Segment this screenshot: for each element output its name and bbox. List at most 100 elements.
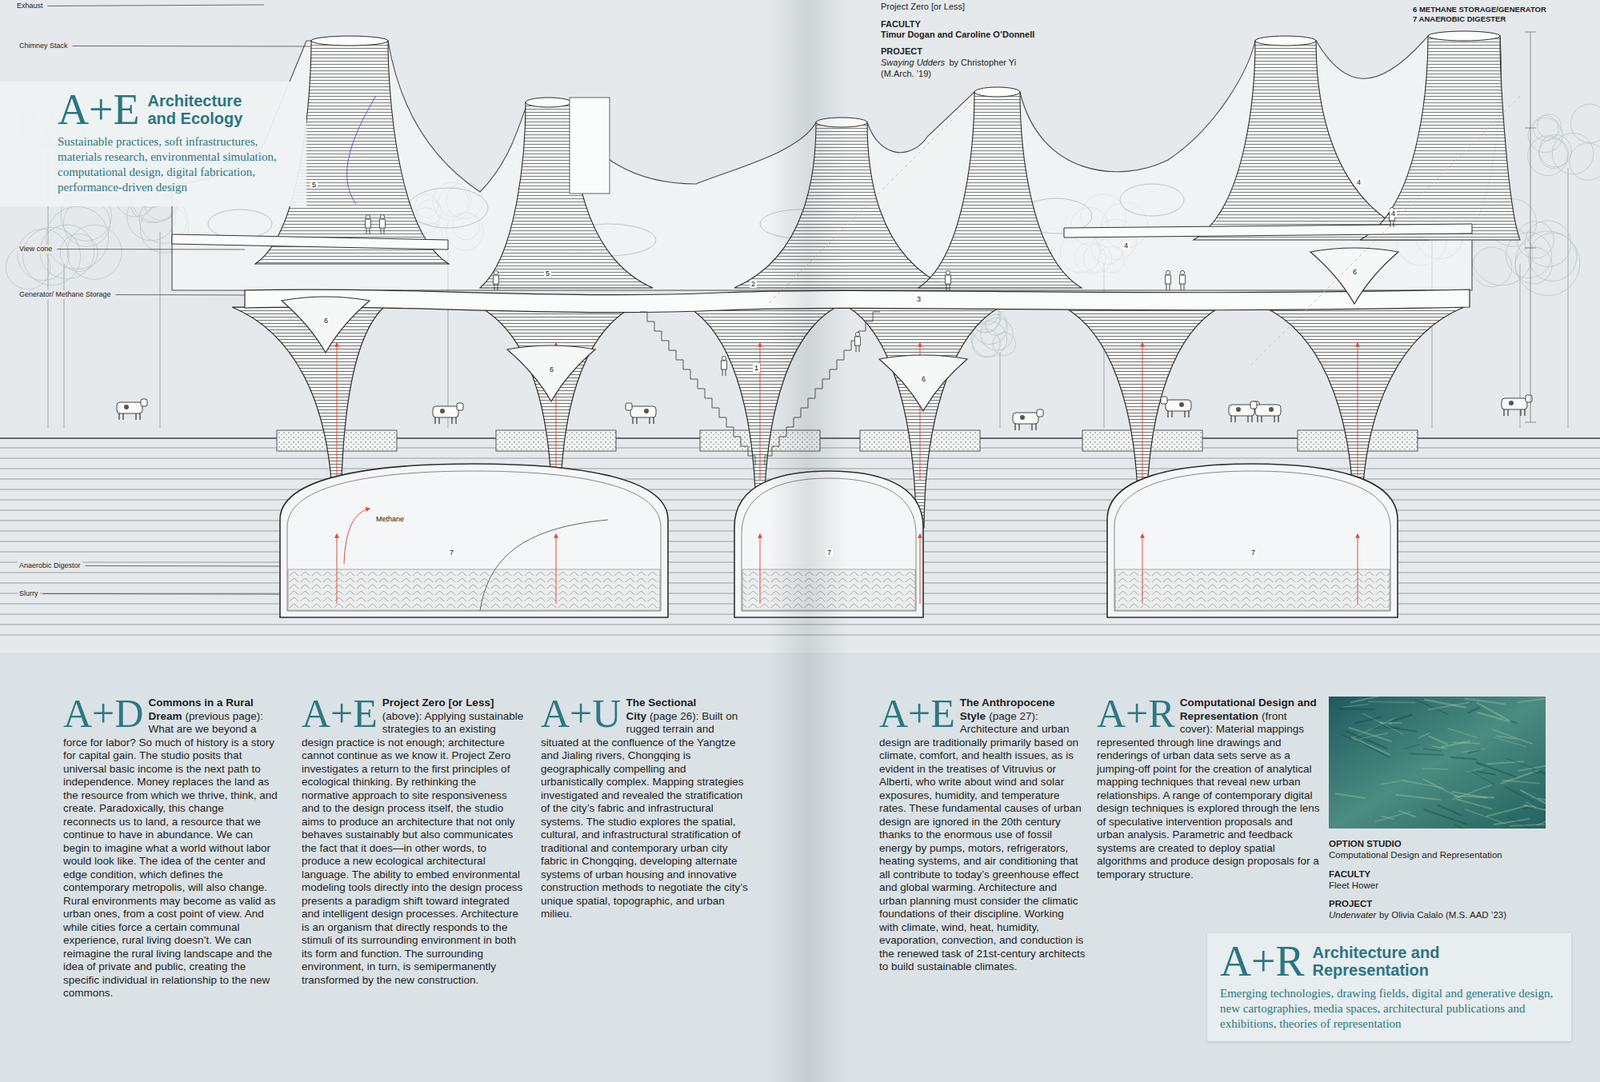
text-line: Swaying Uddersby Christopher Yi [879, 57, 1088, 68]
photo-streak [1476, 762, 1517, 778]
cow-figure [1250, 401, 1281, 423]
cow-head [1036, 409, 1044, 417]
key-entry: 6 METHANE STORAGE/GENERATOR [1411, 4, 1548, 14]
methane-storage-pod [281, 296, 370, 353]
photo-streak [1525, 801, 1536, 808]
callout-label: View cone [17, 244, 54, 254]
photo-streak [1486, 805, 1528, 816]
callout-number: 7 [448, 548, 456, 557]
section-heading: Architecture and Ecology [147, 92, 268, 128]
project-title: Swaying Udders [879, 57, 945, 68]
person-figure [945, 270, 952, 291]
photo-streak [1432, 746, 1448, 749]
photo-streak [1380, 816, 1395, 820]
photo-streak [1338, 708, 1373, 711]
person-body [945, 275, 952, 284]
tree-foliage [1536, 113, 1561, 138]
dimension-tick [1524, 422, 1536, 424]
section-monogram: A+U [540, 696, 621, 731]
methane-storage-pod [1310, 248, 1399, 304]
panel-heading-row: A+EArchitecture and Ecology [57, 89, 297, 130]
photo-streak [1464, 699, 1506, 705]
cow-leg [632, 417, 633, 424]
photo-streak [1476, 703, 1510, 722]
chimney-cylinder [569, 97, 610, 194]
callout-number: 3 [915, 295, 923, 304]
cow-body [116, 402, 143, 414]
caption-text: Fleet Hower [1328, 880, 1379, 892]
photo-streak [1380, 781, 1401, 785]
dimension-tick [1524, 128, 1536, 129]
photo-streaks [1335, 696, 1546, 829]
tree-foliage [1528, 136, 1568, 176]
cow-figure [1160, 396, 1192, 418]
cow-leg [1184, 411, 1185, 418]
sun-ray [1248, 96, 1520, 368]
section-monogram: A+R [1220, 941, 1304, 982]
cow-leg [1014, 424, 1016, 431]
leader-line [43, 593, 281, 596]
person-legs [1180, 284, 1184, 291]
tree-foliage [1552, 132, 1594, 175]
callout-number: 6 [322, 316, 330, 325]
photo-streak [1404, 744, 1420, 750]
methane-storage-pod [879, 355, 968, 412]
callout-label: Chimney Stack [17, 41, 70, 51]
cow-leg [434, 417, 436, 424]
photo-streak [1462, 748, 1486, 753]
cow-leg [648, 417, 650, 424]
photo-streak [1466, 768, 1484, 772]
tree-foliage [1524, 220, 1572, 268]
photo-streak [1422, 768, 1448, 770]
mesh-line [408, 188, 488, 228]
chimney-opening [974, 87, 1020, 97]
photo-streak [1399, 811, 1416, 818]
callout-number: 2 [749, 280, 757, 288]
person-body [365, 219, 372, 228]
callout-number: 4 [1122, 241, 1130, 250]
tree-foliage [45, 206, 108, 269]
cow-spot [1268, 407, 1274, 412]
cow-leg [1520, 409, 1521, 416]
person-head [1180, 270, 1184, 275]
person-head [1165, 270, 1170, 275]
cow-body [1012, 412, 1039, 424]
methane-flow-arrow [1142, 534, 1144, 604]
photo-streak [1493, 737, 1527, 748]
cow-leg [1018, 424, 1020, 431]
methane-flow-arrow [1357, 534, 1359, 604]
photo-streak [1408, 753, 1444, 756]
section-description: Sustainable practices, soft infrastructu… [57, 134, 297, 196]
dome-chamber-line [480, 520, 608, 612]
cow-leg [139, 413, 140, 420]
cow-leg [1251, 416, 1252, 423]
cow-head [1250, 401, 1257, 409]
cow-figure [1228, 401, 1260, 423]
photo-streak [1504, 787, 1535, 803]
cow-body [432, 406, 459, 418]
photo-streak [1517, 697, 1546, 703]
floor-slab [172, 234, 448, 250]
article-body: (page 26): Built on rugged terrain and s… [540, 710, 748, 921]
callout-label: Methane [374, 515, 406, 524]
air-flow-arrow [336, 343, 338, 480]
cow-head [625, 403, 632, 411]
section-monogram: A+E [879, 696, 956, 731]
article-heading: Project Zero [or Less] [382, 696, 495, 709]
article-column: A+UThe Sectional City(page 26): Built on… [540, 696, 751, 922]
cow-head [456, 403, 464, 411]
anaerobic-digester-dome [280, 464, 668, 618]
slurry-fill [288, 569, 660, 611]
project-title: Underwater [1328, 910, 1376, 920]
cow-figure [625, 403, 656, 424]
section-heading: Architecture and Representation [1312, 944, 1464, 980]
cow-spot [1020, 415, 1025, 420]
callout-number: 5 [544, 269, 552, 278]
photo-streak [1351, 737, 1391, 756]
gutter-shadow [768, 0, 848, 1082]
cow-leg [1247, 416, 1248, 423]
callout-number: 5 [310, 180, 318, 189]
dome-inner-wall [287, 471, 661, 612]
callout-number: 7 [825, 548, 833, 557]
chimney-opening [1255, 36, 1316, 46]
